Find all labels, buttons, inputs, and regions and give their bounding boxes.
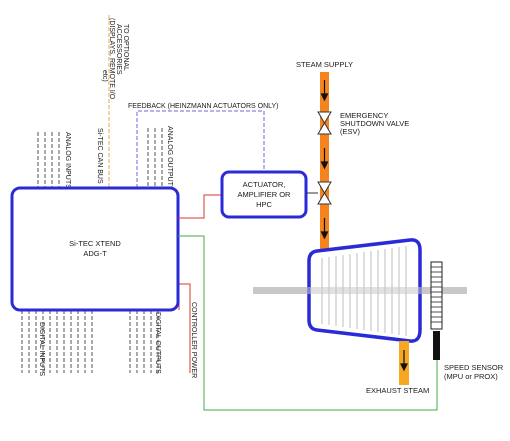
speed-sensor-signal-line	[178, 235, 438, 411]
actuator-signal-line	[178, 194, 222, 219]
can-bus-label: Si-TEC CAN BUS	[96, 128, 103, 184]
feedback-label: FEEDBACK (HEINZMANN ACTUATORS ONLY)	[128, 103, 279, 110]
actuator-box	[220, 170, 308, 219]
digital-outputs-label: DIGITAL OUTPUTS	[154, 312, 161, 374]
exhaust-flow-arrow	[400, 350, 408, 372]
exhaust-steam-label: EXHAUST STEAM	[366, 386, 429, 395]
steam-flow-arrows	[320, 80, 329, 240]
control-valve-icon	[317, 181, 332, 205]
svg-text:(DISPLAYS, REMOTE I/O: (DISPLAYS, REMOTE I/O	[108, 18, 115, 100]
feedback-line	[136, 110, 265, 188]
svg-text:TO OPTIONAL: TO OPTIONAL	[122, 24, 129, 71]
analog-inputs-label: ANALOG INPUTS	[64, 132, 71, 189]
controller-power-label: CONTROLLER POWER	[190, 302, 197, 378]
optional-accessories-label: TO OPTIONAL ACCESSORIES (DISPLAYS, REMOT…	[101, 18, 129, 100]
esv-valve-icon	[317, 111, 332, 135]
actuator-line2: AMPLIFIER OR	[238, 190, 292, 199]
analog-outputs-label: ANALOG OUTPUTS	[166, 126, 173, 191]
digital-inputs-label: DIGITAL INPUTS	[38, 322, 45, 376]
speed-sensor-label-line1: SPEED SENSOR	[444, 363, 504, 372]
esv-label-line1: EMERGENCY	[340, 111, 388, 120]
controller-model: ADG-T	[83, 249, 107, 258]
speed-gear-icon	[430, 261, 443, 330]
svg-text:etc): etc)	[101, 70, 108, 82]
analog-input-lines	[37, 132, 60, 188]
digital-input-lines	[21, 310, 93, 373]
controller-power-line	[178, 283, 191, 373]
actuator-line3: HPC	[256, 200, 272, 209]
esv-label-line3: (ESV)	[340, 127, 361, 136]
steam-supply-label: STEAM SUPPLY	[296, 60, 353, 69]
turbine-icon	[253, 238, 467, 343]
speed-sensor-label-line2: (MPU or PROX)	[444, 372, 498, 381]
speed-sensor-probe	[433, 331, 440, 360]
controller-box	[10, 186, 180, 312]
analog-output-lines	[147, 128, 163, 188]
actuator-line1: ACTUATOR,	[243, 180, 286, 189]
controller-name: Si-TEC XTEND	[69, 239, 121, 248]
digital-output-lines	[129, 310, 159, 373]
esv-label-line2: SHUTDOWN VALVE	[340, 119, 409, 128]
svg-text:ACCESSORIES: ACCESSORIES	[115, 24, 122, 75]
